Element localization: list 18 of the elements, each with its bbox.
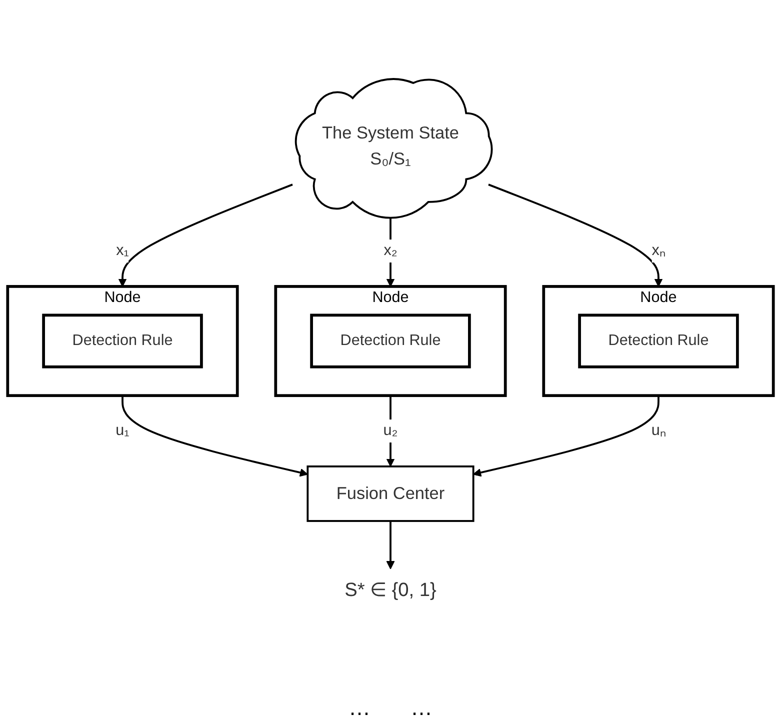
edge-label: u₁ [116,422,130,439]
edge-label: xₙ [652,242,666,259]
arrow [488,184,663,287]
arrow [122,396,308,477]
arrow [472,396,660,477]
node-box: Detection Rule [42,314,203,368]
node-box: Fusion Center [306,465,474,522]
ellipsis-text: … [348,695,370,721]
edge-label: x₁ [116,242,129,259]
edge-label: x₂ [384,242,398,259]
node-text: S* ∈ {0, 1} [344,580,436,601]
node-box: Detection Rule [578,314,739,368]
arrow [386,521,395,570]
ellipsis-text: … [410,695,432,721]
edge-label: uₙ [651,422,666,439]
arrow [118,184,293,287]
node-box: Detection Rule [310,314,471,368]
edge-label: u₂ [383,422,398,439]
